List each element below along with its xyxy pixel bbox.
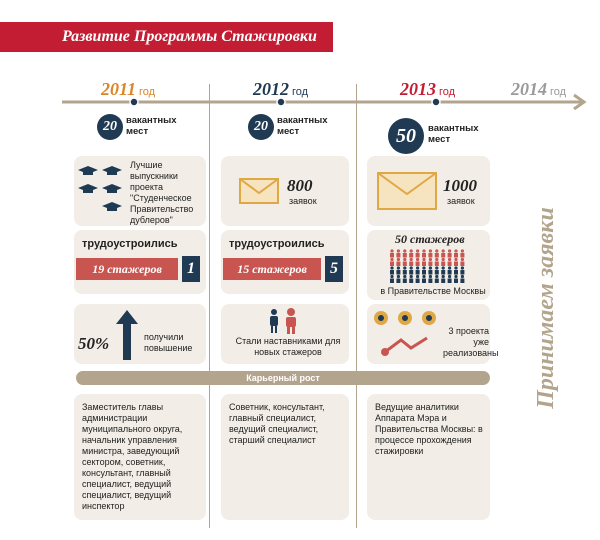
employed-box-2012: трудоустроились 15 стажеров 5 (221, 230, 349, 294)
employed-count-2011: 1 (182, 256, 200, 282)
timeline-dot-2011 (129, 97, 139, 107)
people-crowd-icon (390, 249, 465, 283)
applications-label-2012: заявок (289, 196, 317, 206)
promotion-box: 50% получили повышение (74, 304, 206, 364)
graduates-text: Лучшие выпускники проекта "Студенческое … (130, 160, 194, 225)
page-title: Развитие Программы Стажировки (62, 28, 317, 45)
lightbulb-icon (374, 311, 436, 356)
column-divider (356, 84, 357, 528)
interns-count-2013: 50 стажеров (395, 232, 465, 246)
graduates-box: Лучшие выпускники проекта "Студенческое … (74, 156, 206, 226)
timeline-arrowhead (573, 93, 587, 111)
applications-box-2012: 800 заявок (221, 156, 349, 226)
applications-count-2012: 800 (287, 176, 313, 195)
side-text: Принимаем заявки (533, 207, 559, 409)
employed-label-2012: трудоустроились (229, 238, 325, 250)
vacancy-label-2012: вакантных мест (277, 115, 328, 137)
applications-count-2013: 1000 (443, 176, 477, 195)
employed-count-2012: 5 (325, 256, 343, 282)
projects-box: 3 проекта уже реализованы (367, 304, 499, 364)
interns-box-2013: 50 стажеров в Правительстве Москвы (367, 230, 490, 300)
timeline-dot-2013 (431, 97, 441, 107)
career-bar (76, 371, 490, 385)
envelope-icon (377, 172, 437, 210)
interns-place-2013: в Правительстве Москвы (380, 286, 486, 296)
promotion-percent: 50% (78, 334, 110, 353)
title-banner: Развитие Программы Стажировки (0, 22, 333, 52)
graduation-cap-icon (78, 166, 122, 211)
promotion-text: получили повышение (144, 332, 193, 353)
vacancy-count-2013: 50 (388, 118, 424, 154)
timeline-dot-2012 (276, 97, 286, 107)
career-text-2013: Ведущие аналитики Аппарата Мэра и Правит… (375, 402, 483, 456)
column-divider (209, 84, 210, 528)
envelope-icon (239, 178, 279, 204)
career-label: Карьерный рост (246, 373, 320, 383)
career-box-2013: Ведущие аналитики Аппарата Мэра и Правит… (367, 394, 490, 520)
arrow-up-icon (116, 310, 138, 360)
interns-bar-2012: 15 стажеров (223, 258, 321, 280)
vacancy-label-2013: вакантных мест (428, 123, 479, 145)
career-text-2012: Советник, консультант, главный специалис… (229, 402, 325, 445)
projects-text: 3 проекта уже реализованы (443, 326, 499, 358)
vacancy-count-2011: 20 (97, 114, 123, 140)
employed-label-2011: трудоустроились (82, 238, 178, 250)
career-box-2012: Советник, консультант, главный специалис… (221, 394, 349, 520)
vacancy-label-2011: вакантных мест (126, 115, 177, 137)
mentors-text: Стали наставниками для новых стажеров (235, 336, 341, 357)
applications-label-2013: заявок (447, 196, 475, 206)
employed-box-2011: трудоустроились 19 стажеров 1 (74, 230, 206, 294)
career-box-2011: Заместитель главы администрации муниципа… (74, 394, 206, 520)
applications-box-2013: 1000 заявок (367, 156, 490, 226)
vacancy-count-2012: 20 (248, 114, 274, 140)
mentors-box: Стали наставниками для новых стажеров (221, 304, 349, 364)
career-text-2011: Заместитель главы администрации муниципа… (82, 402, 183, 511)
mentor-people-icon (270, 308, 296, 334)
interns-bar-2011: 19 стажеров (76, 258, 178, 280)
